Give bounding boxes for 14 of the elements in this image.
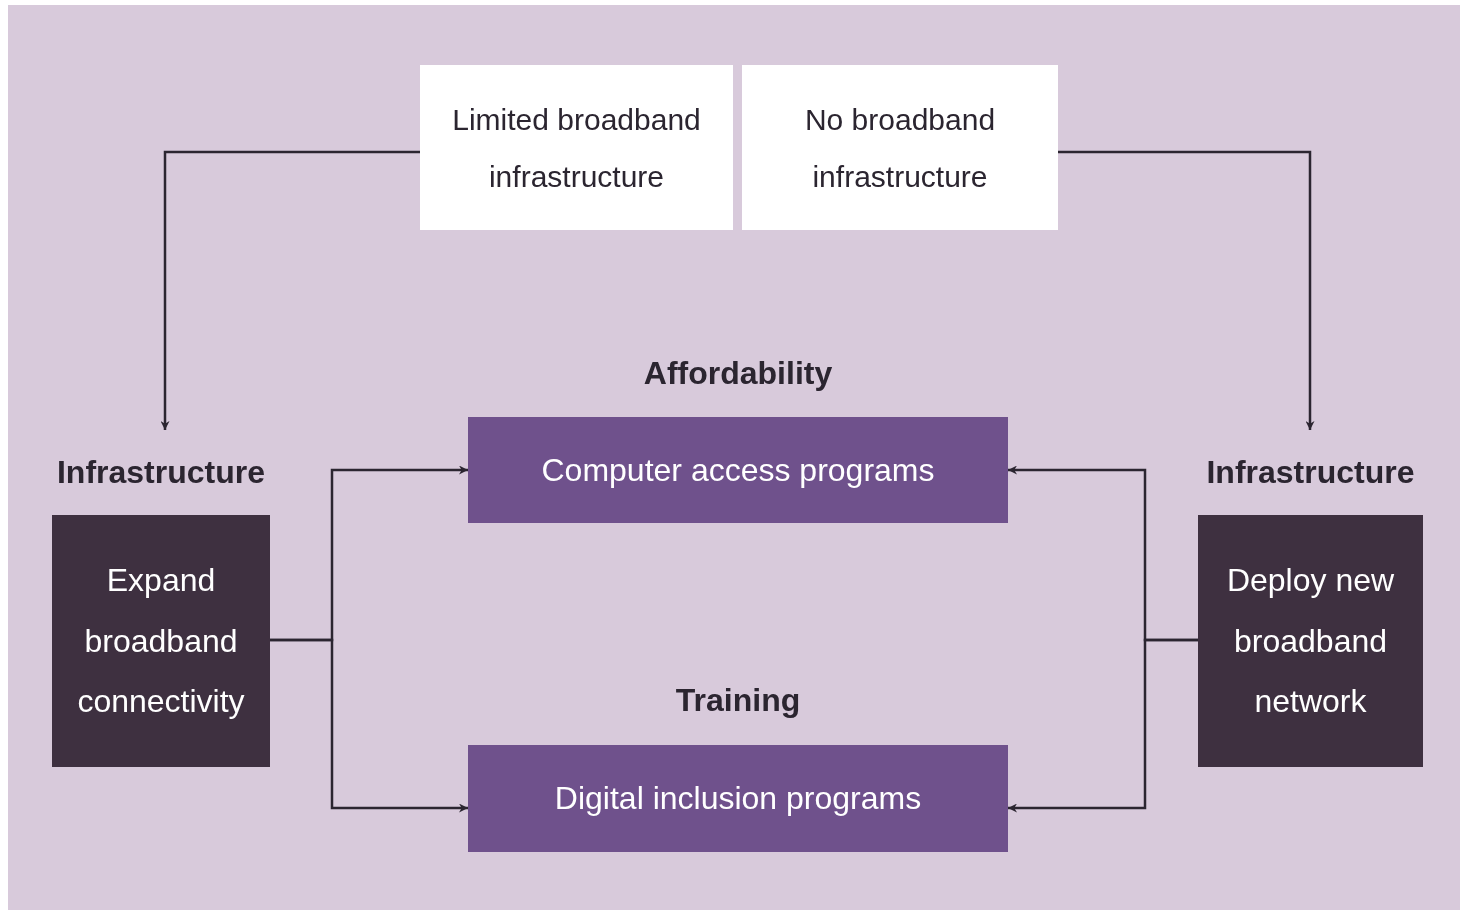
box-label: Digital inclusion programs [554,779,922,819]
box-label: Limited broadband infrastructure [451,101,702,195]
heading: Training [674,681,802,720]
heading: Infrastructure [1205,453,1416,492]
heading: Infrastructure [55,453,266,492]
box-label: Computer access programs [541,450,935,490]
arrow [1058,150,1315,430]
box-label: Expand broadband connectivity [76,560,246,722]
arrow [270,638,468,813]
box-label: Deploy new broadband network [1225,560,1396,722]
heading: Affordability [642,354,834,393]
box-label: No broadband infrastructure [803,101,997,195]
arrow [1008,638,1198,813]
arrow [160,150,420,430]
